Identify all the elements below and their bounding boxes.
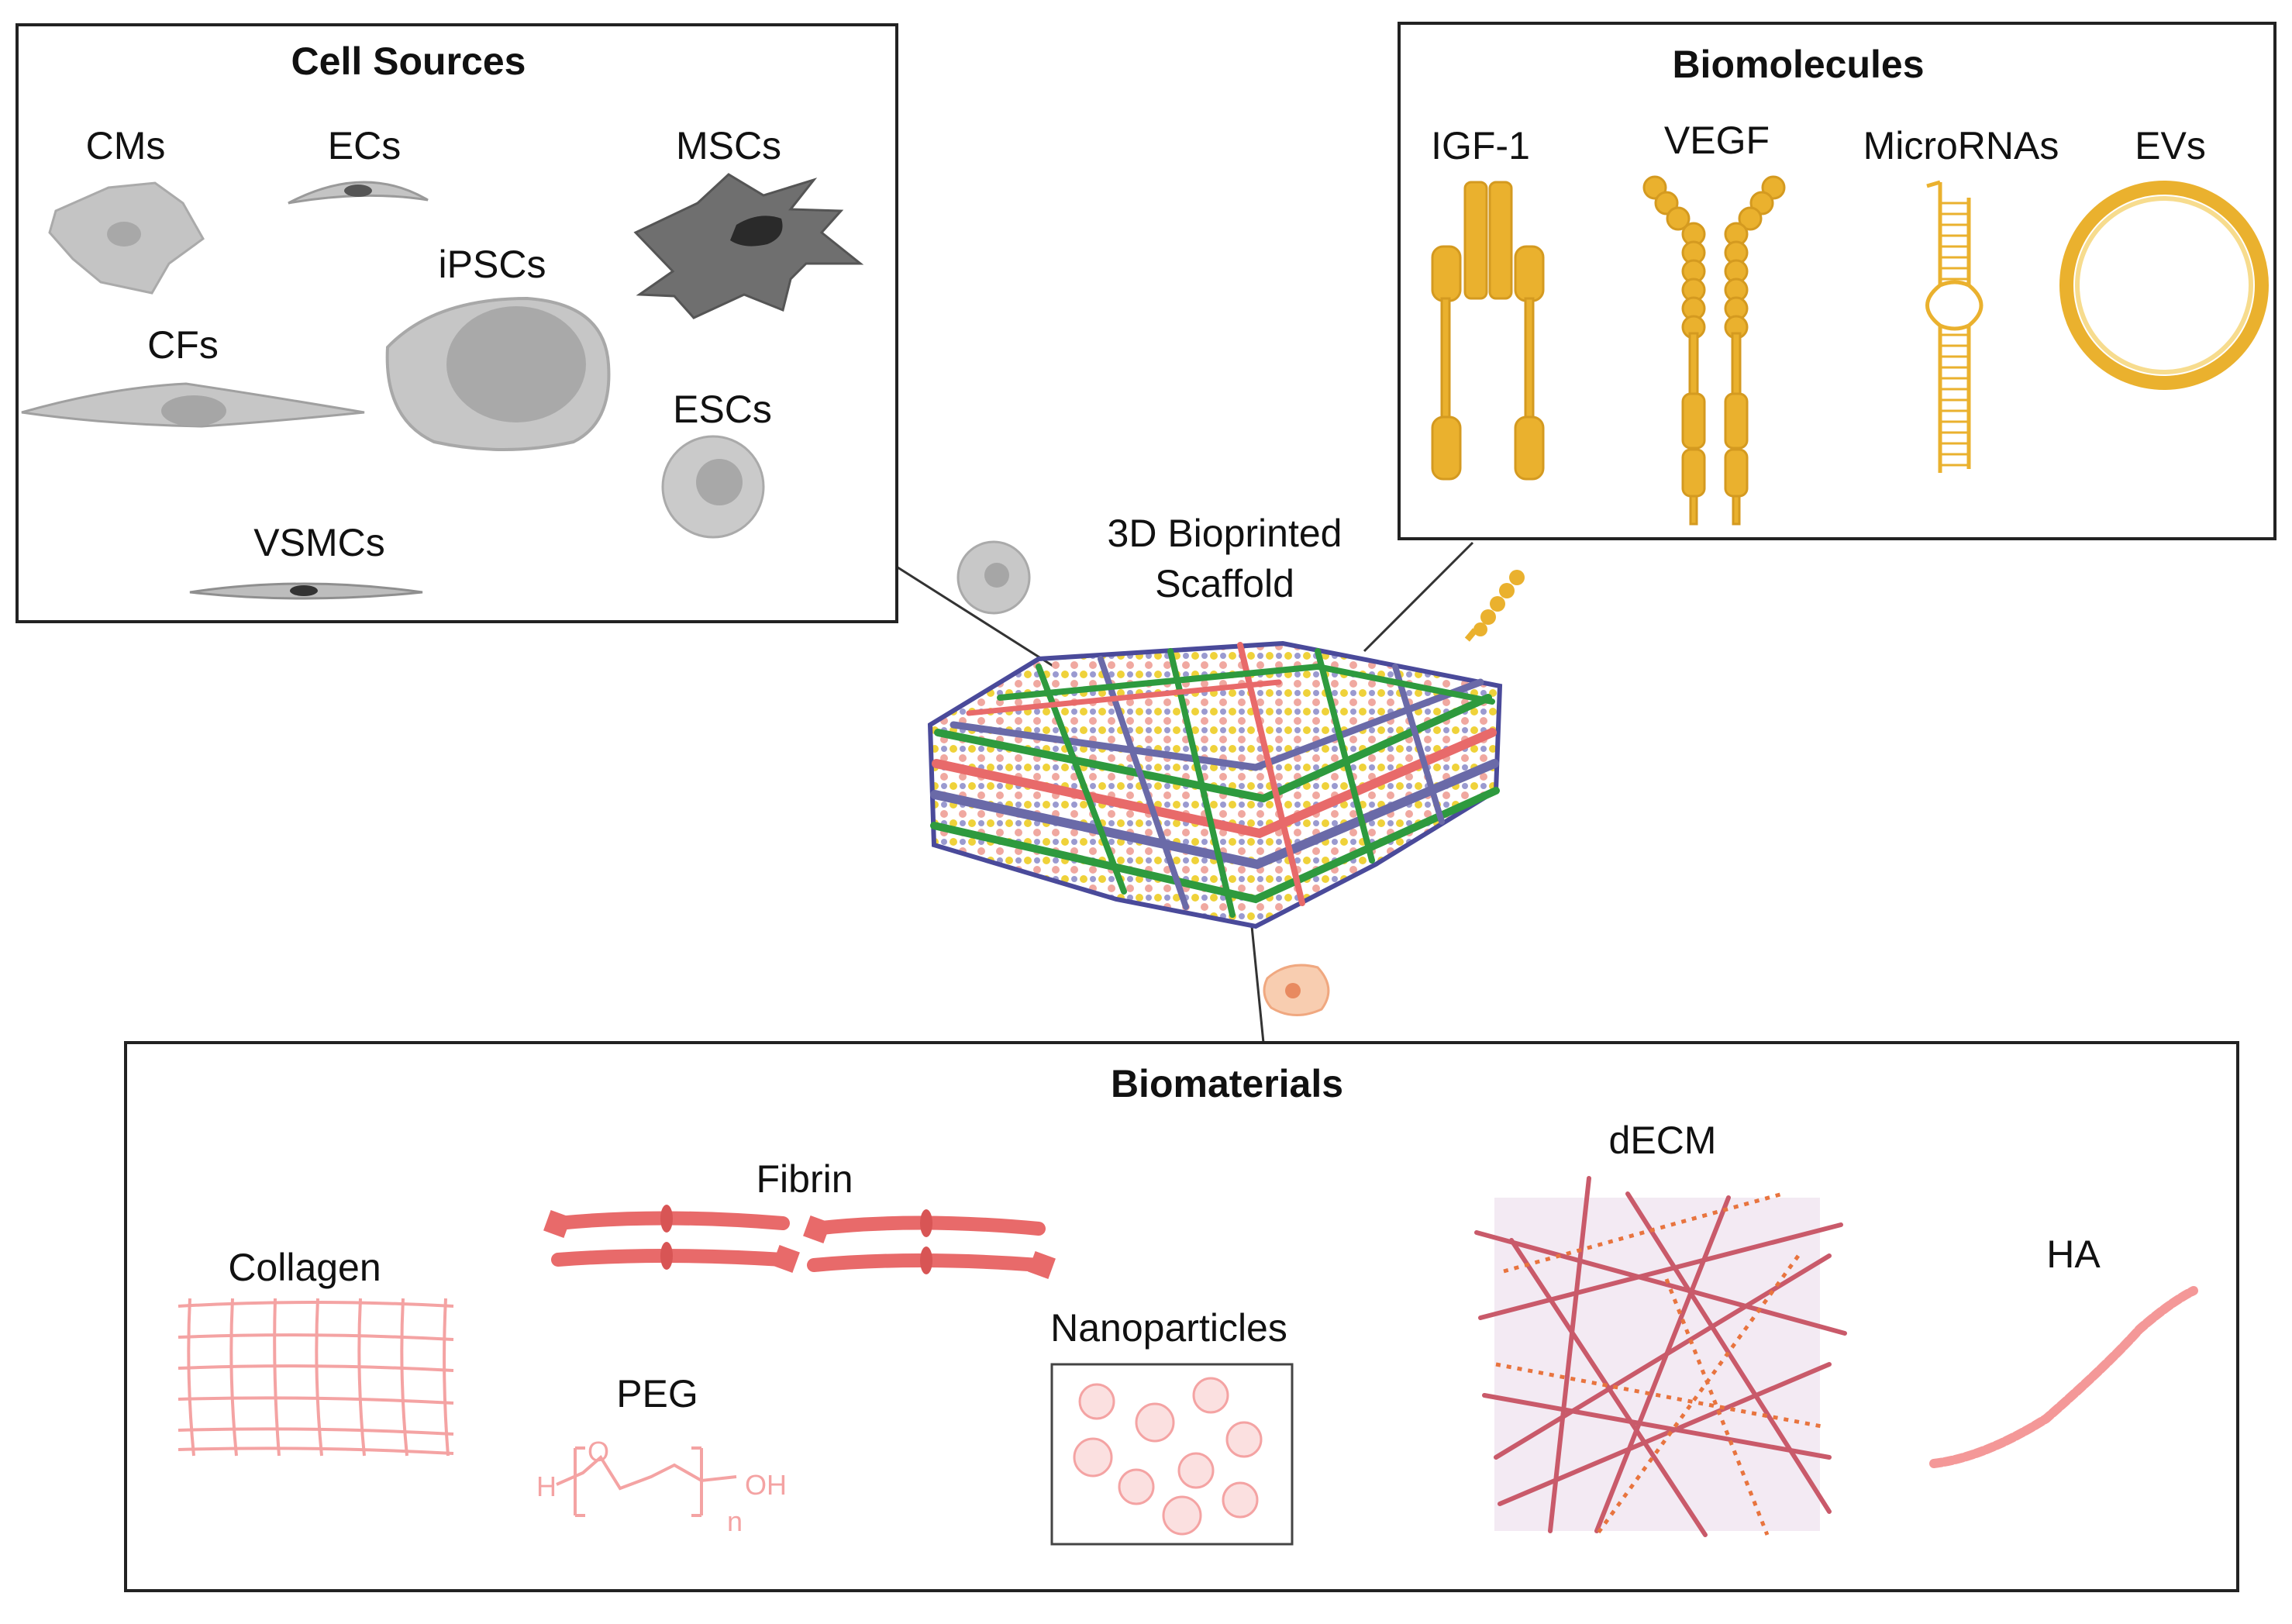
label-ha: HA bbox=[2046, 1233, 2101, 1276]
label-peg: PEG bbox=[616, 1372, 698, 1415]
cf-cell-icon bbox=[21, 382, 365, 428]
label-evs: EVs bbox=[2135, 124, 2206, 167]
label-decm: dECM bbox=[1609, 1119, 1717, 1162]
label-vsmcs: VSMCs bbox=[253, 521, 384, 564]
peg-o: O bbox=[588, 1436, 609, 1467]
peg-formula-icon: H O OH n bbox=[536, 1436, 787, 1537]
collagen-icon bbox=[178, 1298, 454, 1457]
floating-biomolecule-icon bbox=[1464, 570, 1525, 642]
biomaterials-panel: Biomaterials Collagen Fibrin PEG Nanopar… bbox=[124, 1041, 2239, 1592]
ha-icon bbox=[1929, 1286, 2198, 1468]
label-cfs: CFs bbox=[147, 323, 219, 367]
nanoparticles-icon bbox=[1050, 1363, 1294, 1546]
igf1-icon bbox=[1431, 181, 1545, 481]
biomolecules-box bbox=[1398, 22, 2276, 540]
peg-oh: OH bbox=[745, 1469, 787, 1501]
label-ecs: ECs bbox=[328, 124, 401, 167]
label-igf1: IGF-1 bbox=[1431, 124, 1530, 167]
msc-cell-icon bbox=[633, 173, 864, 319]
decm-icon bbox=[1474, 1176, 1847, 1537]
esc-cell-icon bbox=[661, 435, 765, 539]
peg-n: n bbox=[727, 1505, 743, 1537]
biomaterials-title: Biomaterials bbox=[1111, 1062, 1343, 1105]
cell-sources-title: Cell Sources bbox=[291, 40, 526, 83]
peg-h: H bbox=[536, 1471, 557, 1502]
label-vegf: VEGF bbox=[1664, 119, 1770, 162]
label-cms: CMs bbox=[86, 124, 166, 167]
label-micrornas: MicroRNAs bbox=[1863, 124, 2059, 167]
label-fibrin: Fibrin bbox=[756, 1157, 853, 1201]
label-nanoparticles: Nanoparticles bbox=[1050, 1306, 1287, 1350]
ev-icon bbox=[2059, 181, 2269, 390]
cell-sources-panel: Cell Sources CMs ECs MSCs iPSCs CFs ESCs… bbox=[16, 23, 898, 623]
ipsc-cell-icon bbox=[385, 296, 611, 451]
scaffold-label: 3D Bioprinted Scaffold bbox=[1108, 512, 1342, 605]
label-mscs: MSCs bbox=[676, 124, 781, 167]
connector-lines bbox=[894, 541, 1474, 1043]
floating-biomaterial-icon bbox=[1263, 964, 1330, 1017]
biomolecules-panel: Biomolecules IGF-1 VEGF MicroRNAs EVs bbox=[1398, 22, 2276, 540]
vsmc-cell-icon bbox=[189, 582, 423, 600]
scaffold-label-line2: Scaffold bbox=[1155, 562, 1294, 605]
bioprinted-scaffold-icon bbox=[927, 640, 1503, 929]
ec-cell-icon bbox=[288, 181, 429, 205]
fibrin-icon bbox=[543, 1205, 1056, 1279]
label-escs: ESCs bbox=[673, 388, 772, 431]
cm-cell-icon bbox=[48, 181, 205, 295]
label-collagen: Collagen bbox=[228, 1246, 381, 1289]
scaffold-label-line1: 3D Bioprinted bbox=[1108, 512, 1342, 555]
floating-cell-icon bbox=[956, 540, 1031, 615]
vegf-icon bbox=[1642, 175, 1786, 526]
biomolecules-title: Biomolecules bbox=[1672, 43, 1924, 86]
label-ipscs: iPSCs bbox=[439, 243, 546, 286]
microrna-icon bbox=[1925, 180, 1984, 473]
